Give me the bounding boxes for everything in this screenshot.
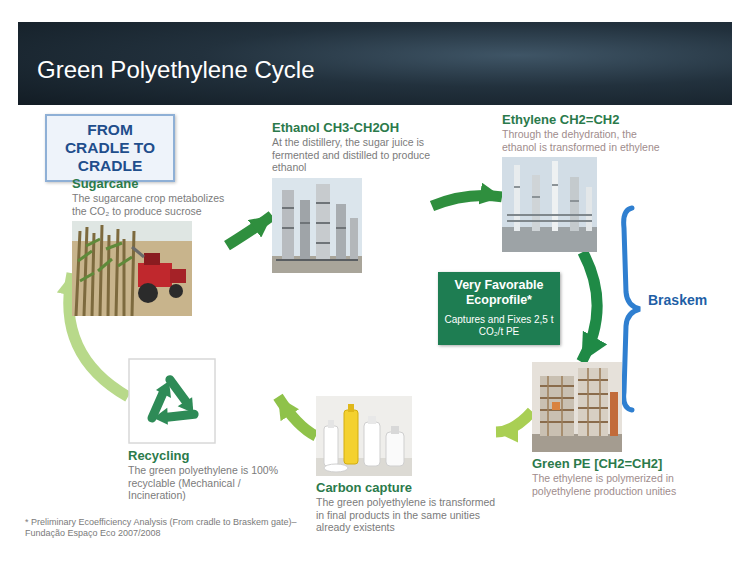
- art-shape: [324, 426, 338, 466]
- art-shape: [610, 392, 618, 436]
- art-shape: [502, 157, 597, 252]
- art-shape: [72, 221, 192, 241]
- art-shape: [336, 204, 346, 260]
- art-shape: [316, 396, 412, 476]
- art-shape: [153, 408, 175, 429]
- heading-text: Recycling: [128, 448, 278, 464]
- cycle-arrow: [432, 195, 502, 206]
- body-text: The green polyethylene is transformed in…: [316, 496, 496, 534]
- art-shape: [129, 359, 215, 443]
- body-text: Through the dehydration, the ethanol is …: [502, 128, 667, 153]
- recycle-icon: [128, 358, 216, 444]
- header-band: Green Polyethylene Cycle: [18, 22, 732, 105]
- stage-card: Green PE [CH2=CH2]The ethylene is polyme…: [532, 362, 682, 497]
- art-shape: [78, 239, 132, 281]
- art-shape: [132, 247, 144, 257]
- art-shape: [507, 215, 592, 221]
- art-shape: [138, 283, 158, 303]
- art-shape: [532, 175, 540, 231]
- art-shape: [586, 187, 592, 231]
- art-shape: [300, 200, 310, 260]
- art-shape: [324, 464, 348, 472]
- stage-card: Ethanol CH3-CH2OHAt the distillery, the …: [272, 120, 432, 273]
- art-shape: [540, 380, 608, 422]
- art-shape: [364, 422, 380, 466]
- heading-text: Ethanol CH3-CH2OH: [272, 120, 432, 136]
- art-shape: [76, 225, 134, 316]
- art-shape: [514, 185, 579, 201]
- cycle-arrow: [227, 216, 272, 246]
- ethylene-plant-photo: [502, 157, 597, 252]
- art-shape: [328, 420, 334, 428]
- art-shape: [282, 203, 346, 243]
- body-text: Captures and Fixes 2,5 t CO₂/t PE: [443, 314, 555, 338]
- body-text: The green polyethylene is 100% recyclabl…: [128, 464, 278, 502]
- art-shape: [570, 177, 579, 231]
- art-shape: [552, 402, 560, 410]
- body-text: At the distillery, the sugar juice is fe…: [272, 136, 432, 174]
- sugarcane-photo: [72, 221, 192, 316]
- art-shape: [167, 405, 194, 427]
- heading-text: Green PE [CH2=CH2]: [532, 456, 682, 472]
- art-shape: [532, 362, 622, 452]
- art-shape: [144, 253, 160, 265]
- stage-card: RecyclingThe green polyethylene is 100% …: [128, 358, 278, 502]
- art-shape: [548, 368, 600, 436]
- art-shape: [276, 259, 358, 261]
- heading-text: Very Favorable Ecoprofile*: [443, 278, 555, 308]
- art-shape: [578, 368, 608, 436]
- art-shape: [532, 434, 622, 452]
- art-shape: [391, 426, 399, 434]
- art-shape: [282, 190, 294, 260]
- polyethylene-plant-photo: [532, 362, 622, 452]
- bottles-photo: [316, 396, 412, 476]
- brace: [624, 208, 640, 410]
- brand-logo-text: Braskem: [648, 292, 707, 308]
- distillery-photo: [272, 178, 362, 273]
- art-shape: [170, 269, 186, 283]
- cradle-box: FROM CRADLE TO CRADLE: [45, 114, 175, 182]
- art-shape: [72, 221, 192, 316]
- art-shape: [368, 416, 376, 424]
- art-shape: [272, 178, 362, 273]
- cycle-arrow: [582, 252, 598, 362]
- art-shape: [169, 284, 183, 298]
- stage-card: Ethylene CH2=CH2Through the dehydration,…: [502, 112, 667, 252]
- heading-text: Carbon capture: [316, 480, 496, 496]
- footnote: * Preliminary Ecoefficiency Analysis (Fr…: [25, 517, 310, 539]
- body-text: The sugarcane crop metabolizes the CO₂ t…: [72, 192, 227, 217]
- slide-title: Green Polyethylene Cycle: [37, 56, 314, 84]
- ecoprofile-box: Very Favorable Ecoprofile* Captures and F…: [438, 272, 560, 345]
- art-shape: [348, 404, 354, 412]
- art-shape: [344, 410, 358, 464]
- art-shape: [350, 218, 358, 260]
- heading-text: Ethylene CH2=CH2: [502, 112, 667, 128]
- heading-text: Sugarcane: [72, 176, 227, 192]
- stage-card: SugarcaneThe sugarcane crop metabolizes …: [72, 176, 227, 316]
- cycle-arrow: [496, 412, 532, 433]
- art-shape: [153, 398, 195, 433]
- art-shape: [386, 432, 404, 466]
- body-text: The ethylene is polymerized in polyethyl…: [532, 472, 682, 497]
- art-shape: [164, 380, 191, 402]
- art-shape: [138, 263, 172, 287]
- cycle-arrow: [278, 397, 316, 436]
- heading-text: FROM CRADLE TO CRADLE: [53, 121, 167, 175]
- stage-card: Carbon captureThe green polyethylene is …: [316, 396, 496, 534]
